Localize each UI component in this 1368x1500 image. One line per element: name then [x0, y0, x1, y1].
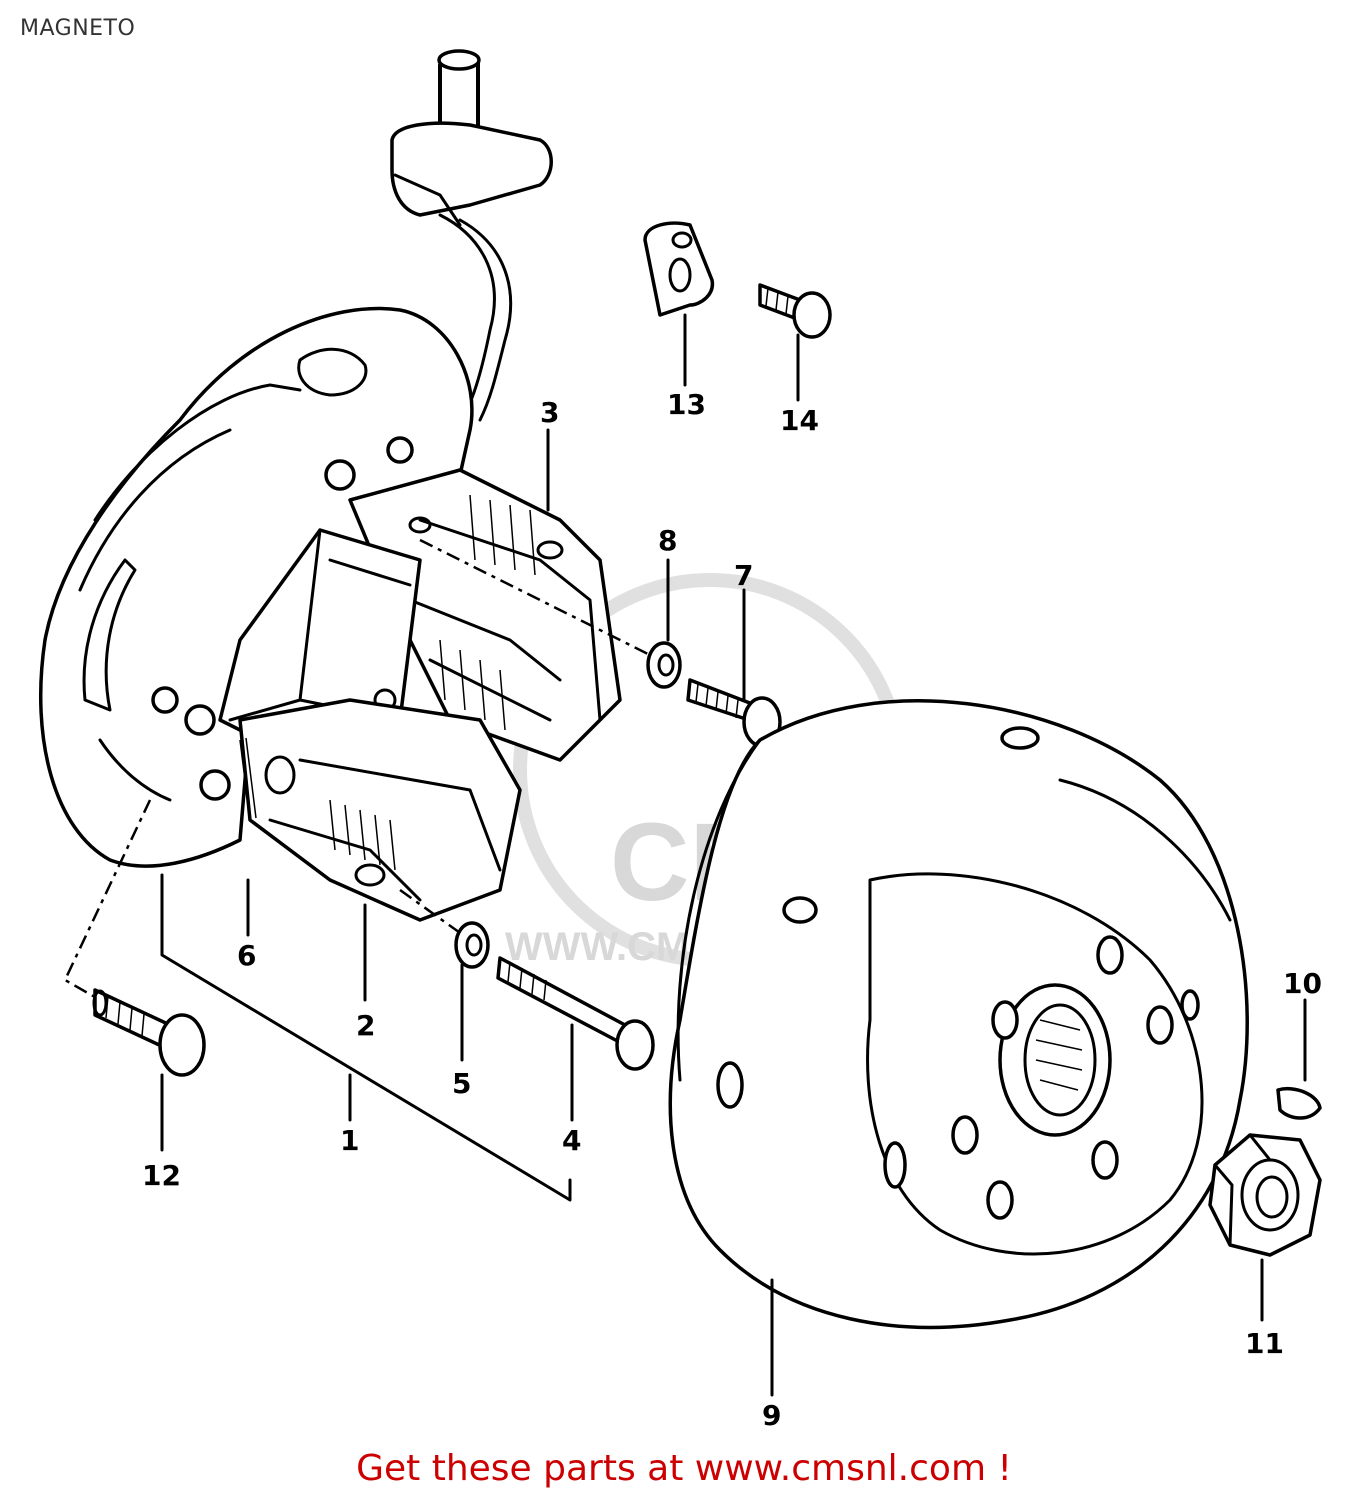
nut-11 [1208, 1133, 1322, 1257]
stator-wire-lead [390, 49, 553, 432]
plate-screws [151, 436, 414, 801]
coil-lower [238, 698, 522, 922]
callout-labels: 1 2 3 4 5 6 7 8 9 10 11 12 13 14 [142, 388, 1322, 1432]
callout-4: 4 [562, 1124, 581, 1157]
screw-14 [758, 283, 832, 339]
stator-base-plate [38, 306, 474, 868]
screw-4 [496, 956, 655, 1071]
callout-1: 1 [340, 1124, 359, 1157]
flywheel-rotor [668, 699, 1249, 1330]
callout-13: 13 [667, 388, 706, 421]
callout-10: 10 [1283, 967, 1322, 1000]
callout-12: 12 [142, 1159, 181, 1192]
key-10 [1276, 1087, 1322, 1120]
callout-5: 5 [452, 1067, 471, 1100]
callout-7: 7 [734, 559, 753, 592]
callout-11: 11 [1245, 1327, 1284, 1360]
callout-9: 9 [762, 1399, 781, 1432]
callout-8: 8 [658, 524, 677, 557]
washer-8 [646, 641, 682, 689]
screw-12 [92, 988, 206, 1077]
coil-upper [348, 468, 622, 762]
callout-3: 3 [540, 396, 559, 429]
callout-14: 14 [780, 404, 819, 437]
clamp-13 [643, 221, 715, 317]
washer-5 [454, 921, 490, 969]
leader-lines [160, 313, 1307, 1397]
callout-6: 6 [237, 939, 256, 972]
page-title: MAGNETO [20, 16, 136, 41]
callout-2: 2 [356, 1009, 375, 1042]
footer-parts-link[interactable]: Get these parts at www.cmsnl.com ! [356, 1448, 1012, 1489]
magneto-exploded-diagram: CMS WWW.CMSNL.COM [38, 49, 1322, 1432]
